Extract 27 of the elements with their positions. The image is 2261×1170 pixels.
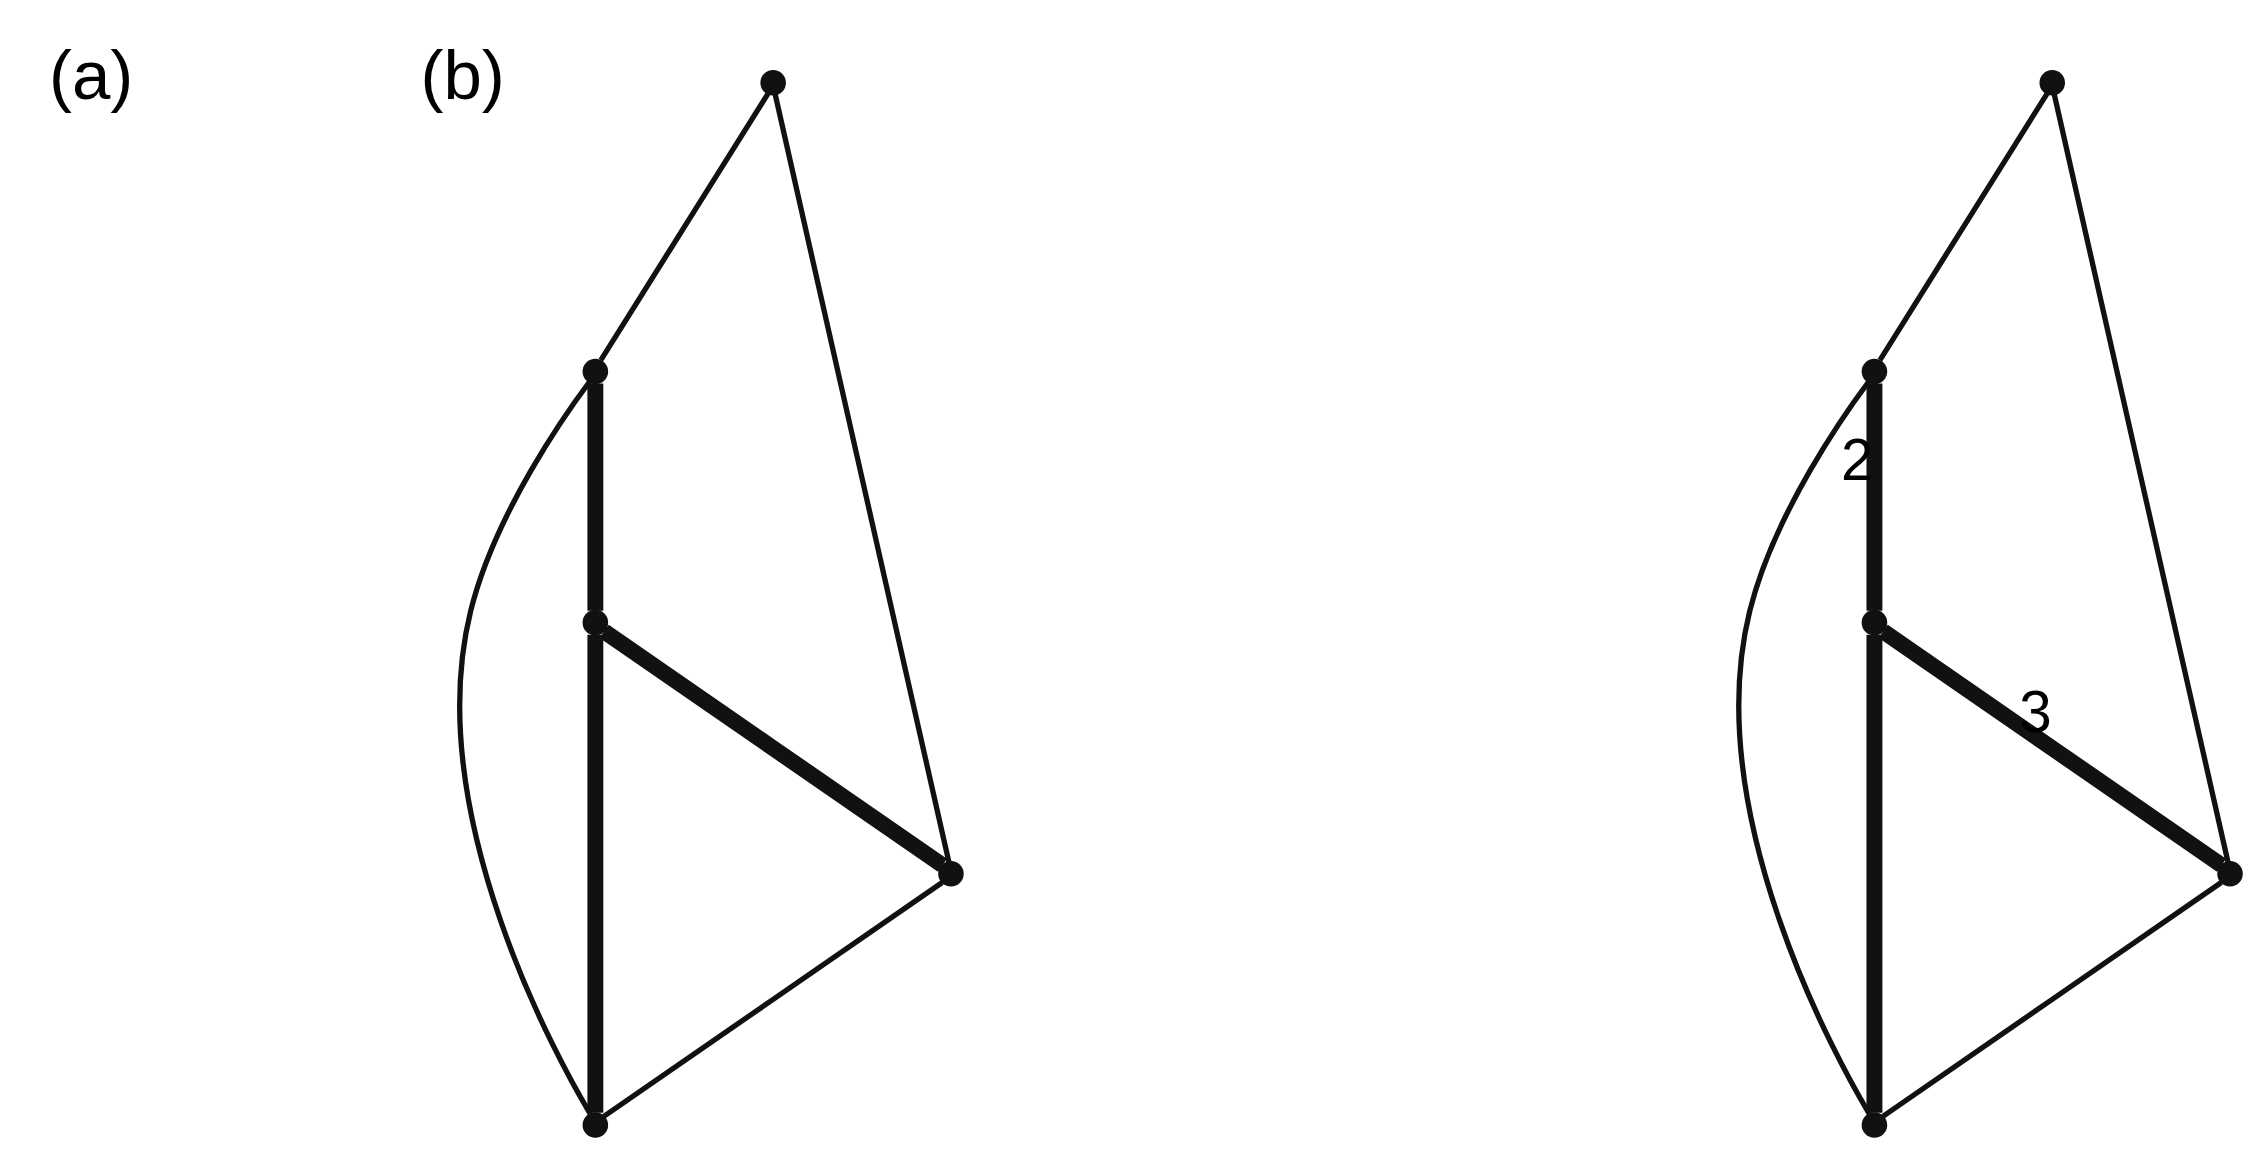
connector	[1881, 880, 2223, 1119]
connector	[599, 624, 947, 872]
node-point	[1861, 609, 1888, 636]
edge-label: 3	[2019, 678, 2052, 744]
connector	[587, 383, 604, 611]
node-point	[582, 358, 609, 385]
node-point	[938, 861, 964, 887]
connector	[1878, 624, 2227, 872]
node-point	[2039, 69, 2066, 96]
node-point	[2217, 861, 2243, 887]
connector	[1877, 92, 2050, 362]
connector	[587, 634, 604, 1113]
connector	[2051, 93, 2231, 863]
connector	[1736, 380, 1872, 1116]
node-point	[582, 1112, 609, 1138]
node-point	[760, 69, 786, 96]
node-point	[582, 609, 609, 636]
connector	[1866, 383, 1883, 611]
connector	[598, 92, 771, 362]
label: (b)	[420, 37, 505, 115]
node-point	[1861, 1112, 1888, 1138]
connector	[1866, 634, 1883, 1113]
node-point	[1861, 358, 1888, 385]
connector	[772, 93, 952, 863]
connector	[602, 880, 944, 1119]
connector	[457, 380, 593, 1116]
label: (a)	[49, 37, 134, 115]
